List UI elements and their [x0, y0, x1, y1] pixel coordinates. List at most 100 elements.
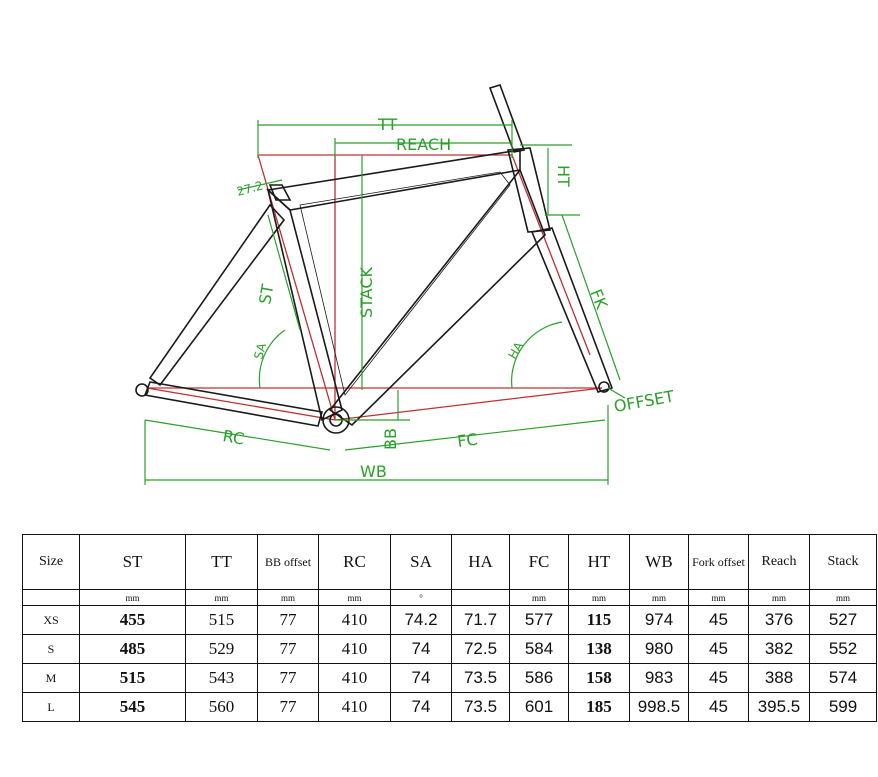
table-row: M 515 543 77 410 74 73.5 586 158 983 45 … — [22, 663, 877, 693]
unit-cell: mm — [568, 589, 630, 606]
table-cell: 382 — [748, 634, 810, 664]
label-bb: BB — [381, 428, 400, 450]
table-cell: 584 — [509, 634, 569, 664]
label-rc: RC — [221, 426, 245, 448]
table-cell: 543 — [185, 663, 258, 693]
table-cell: 45 — [688, 663, 749, 693]
table-cell: 574 — [809, 663, 877, 693]
table-row: L 545 560 77 410 74 73.5 601 185 998.5 4… — [22, 692, 877, 722]
header-ha: HA — [451, 534, 510, 590]
frame-geometry-diagram: TT REACH HT FK STACK ST SA HA RC BB FC W… — [135, 84, 676, 485]
table-cell: 410 — [318, 634, 391, 664]
table-cell: 529 — [185, 634, 258, 664]
table-units-row: mm mm mm mm ° mm mm mm mm mm mm — [22, 589, 877, 606]
table-cell: 138 — [568, 634, 630, 664]
table-cell: 515 — [79, 663, 186, 693]
table-cell: 74.2 — [390, 605, 452, 635]
label-seatpost-diameter: 27.2 — [235, 178, 264, 198]
header-rc: RC — [318, 534, 391, 590]
header-fc: FC — [509, 534, 569, 590]
table-cell: 71.7 — [451, 605, 510, 635]
header-fork-offset: Fork offset — [688, 534, 749, 590]
table-cell: 45 — [688, 692, 749, 722]
label-fk: FK — [586, 286, 611, 312]
header-bb-offset: BB offset — [257, 534, 319, 590]
unit-cell: mm — [79, 589, 186, 606]
header-reach: Reach — [748, 534, 810, 590]
table-cell: 552 — [809, 634, 877, 664]
table-cell: 980 — [629, 634, 689, 664]
size-cell: M — [22, 663, 80, 693]
table-cell: 74 — [390, 692, 452, 722]
table-cell: 77 — [257, 605, 319, 635]
header-ht: HT — [568, 534, 630, 590]
table-cell: 395.5 — [748, 692, 810, 722]
label-offset: OFFSET — [612, 387, 675, 416]
table-cell: 158 — [568, 663, 630, 693]
size-cell: L — [22, 692, 80, 722]
table-cell: 185 — [568, 692, 630, 722]
unit-cell — [451, 589, 510, 606]
geometry-table: Size ST TT BB offset RC SA HA FC HT WB F… — [22, 534, 877, 722]
label-sa: SA — [251, 341, 269, 361]
table-cell: 115 — [568, 605, 630, 635]
table-cell: 45 — [688, 605, 749, 635]
table-cell: 998.5 — [629, 692, 689, 722]
table-cell: 77 — [257, 663, 319, 693]
dimension-lines — [144, 120, 626, 485]
header-wb: WB — [629, 534, 689, 590]
table-cell: 599 — [809, 692, 877, 722]
label-st: ST — [255, 283, 277, 306]
table-cell: 586 — [509, 663, 569, 693]
header-size: Size — [22, 534, 80, 590]
table-cell: 410 — [318, 663, 391, 693]
table-cell: 974 — [629, 605, 689, 635]
table-cell: 72.5 — [451, 634, 510, 664]
table-cell: 376 — [748, 605, 810, 635]
table-cell: 983 — [629, 663, 689, 693]
table-cell: 527 — [809, 605, 877, 635]
bike-frame — [135, 84, 614, 434]
unit-cell: mm — [257, 589, 319, 606]
unit-cell: mm — [748, 589, 810, 606]
size-cell: XS — [22, 605, 80, 635]
table-cell: 73.5 — [451, 692, 510, 722]
label-stack: STACK — [357, 266, 376, 318]
table-row: XS 455 515 77 410 74.2 71.7 577 115 974 … — [22, 605, 877, 635]
table-cell: 73.5 — [451, 663, 510, 693]
table-cell: 410 — [318, 692, 391, 722]
unit-cell: mm — [318, 589, 391, 606]
table-cell: 455 — [79, 605, 186, 635]
table-cell: 74 — [390, 634, 452, 664]
table-cell: 485 — [79, 634, 186, 664]
label-reach: REACH — [396, 135, 451, 154]
unit-cell: mm — [185, 589, 258, 606]
size-cell: S — [22, 634, 80, 664]
header-tt: TT — [185, 534, 258, 590]
label-ht: HT — [554, 165, 573, 187]
unit-cell: mm — [629, 589, 689, 606]
table-cell: 560 — [185, 692, 258, 722]
header-stack: Stack — [809, 534, 877, 590]
label-tt: TT — [377, 115, 397, 134]
label-wb: WB — [360, 462, 387, 481]
unit-cell: mm — [809, 589, 877, 606]
table-cell: 545 — [79, 692, 186, 722]
table-header-row: Size ST TT BB offset RC SA HA FC HT WB F… — [22, 534, 877, 590]
table-cell: 77 — [257, 692, 319, 722]
table-cell: 74 — [390, 663, 452, 693]
table-row: S 485 529 77 410 74 72.5 584 138 980 45 … — [22, 634, 877, 664]
table-cell: 45 — [688, 634, 749, 664]
table-cell: 77 — [257, 634, 319, 664]
unit-cell: ° — [390, 589, 452, 606]
label-fc: FC — [456, 430, 479, 451]
table-cell: 577 — [509, 605, 569, 635]
unit-cell: mm — [688, 589, 749, 606]
unit-cell — [22, 589, 80, 606]
header-st: ST — [79, 534, 186, 590]
table-cell: 601 — [509, 692, 569, 722]
table-cell: 515 — [185, 605, 258, 635]
unit-cell: mm — [509, 589, 569, 606]
table-cell: 410 — [318, 605, 391, 635]
header-sa: SA — [390, 534, 452, 590]
